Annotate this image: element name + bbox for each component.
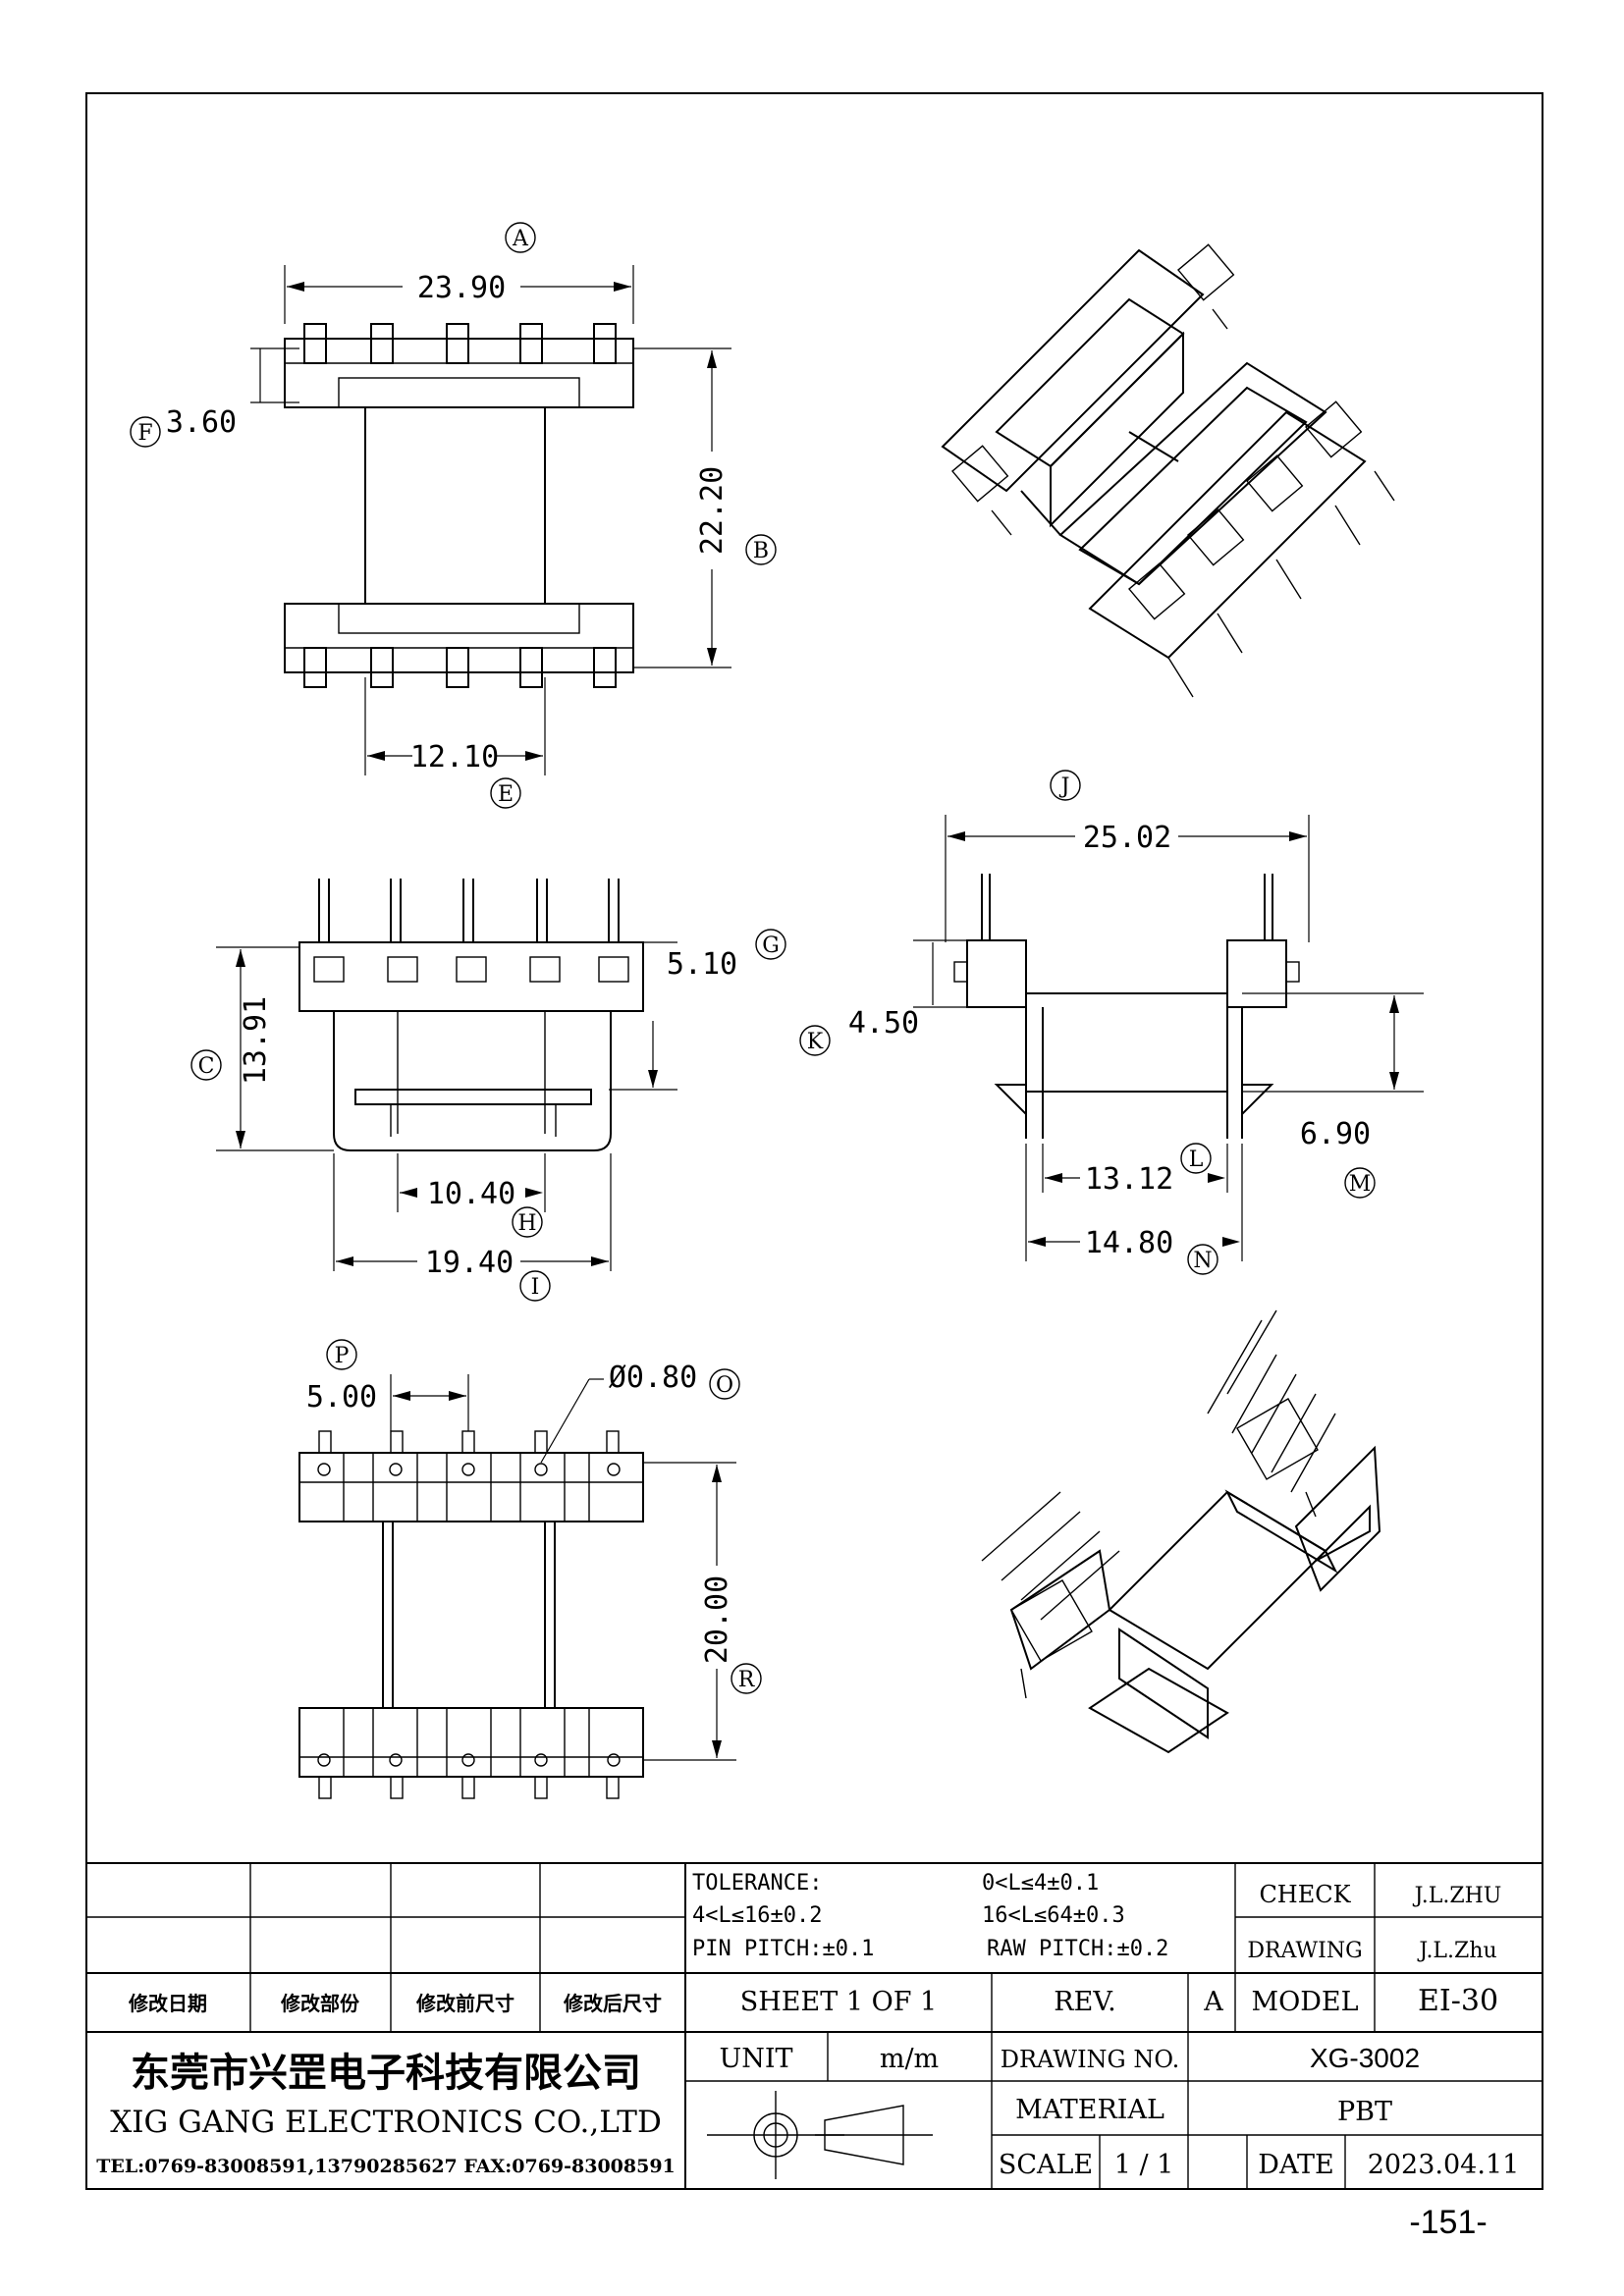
front-view: 5.10 G 13.91 C 10.40 H 19.40 I	[190, 879, 786, 1302]
drawing-no-value: XG-3002	[1310, 2043, 1420, 2073]
model-label: MODEL	[1251, 1987, 1358, 2017]
material-label: MATERIAL	[1015, 2095, 1164, 2125]
company-contact: TEL:0769-83008591,13790285627 FAX:0769-8…	[96, 2156, 676, 2177]
drawing-no-label: DRAWING NO.	[1001, 2046, 1180, 2073]
dim-o-value: Ø0.80	[609, 1361, 697, 1395]
company-name-en: XIG GANG ELECTRONICS CO.,LTD	[110, 2105, 662, 2140]
unit-label: UNIT	[719, 2044, 792, 2074]
dim-r-value: 20.00	[700, 1575, 734, 1664]
dim-a-value: 23.90	[417, 271, 506, 305]
dim-g-value: 5.10	[667, 947, 737, 982]
top-view: 23.90 A 3.60 F 22.20 B 12.10 E	[130, 222, 777, 809]
date-value: 2023.04.11	[1368, 2150, 1520, 2180]
dim-f-label: F	[137, 421, 152, 446]
check-label: CHECK	[1259, 1881, 1351, 1908]
date-label: DATE	[1258, 2150, 1333, 2180]
tolerance-2: 4<L≤16±0.2	[692, 1903, 822, 1928]
dim-j-label: J	[1059, 774, 1070, 799]
rev-before-header: 修改前尺寸	[415, 1992, 514, 2015]
raw-pitch: RAW PITCH:±0.2	[987, 1937, 1168, 1961]
sheet-info: SHEET 1 OF 1	[740, 1987, 937, 2017]
dim-h-label: H	[517, 1211, 536, 1236]
dim-i-label: I	[531, 1275, 540, 1300]
dim-c-label: C	[198, 1054, 215, 1079]
page-number: -151-	[1409, 2204, 1487, 2241]
dim-e-value: 12.10	[410, 740, 499, 774]
tolerance-3: 16<L≤64±0.3	[982, 1903, 1125, 1928]
rev-date-header: 修改日期	[128, 1992, 207, 2015]
tolerance-label: TOLERANCE:	[692, 1871, 822, 1896]
rev-value: A	[1203, 1987, 1223, 2017]
dim-g-label: G	[762, 934, 780, 958]
dim-j-value: 25.02	[1083, 821, 1171, 855]
dim-k-value: 4.50	[848, 1006, 919, 1041]
side-view: 25.02 J 4.50 K 6.90 M 13.12 L 14.80	[799, 770, 1424, 1275]
dim-l-value: 13.12	[1085, 1162, 1173, 1197]
tolerance-1: 0<L≤4±0.1	[982, 1871, 1099, 1896]
isometric-view-1	[941, 243, 1395, 698]
dim-o-label: O	[716, 1373, 733, 1398]
dim-p-value: 5.00	[306, 1380, 377, 1415]
dim-l-label: L	[1189, 1148, 1204, 1172]
dim-n-label: N	[1193, 1249, 1212, 1273]
check-value: J.L.ZHU	[1413, 1884, 1502, 1908]
scale-value: 1 / 1	[1114, 2150, 1174, 2180]
drawing-value: J.L.Zhu	[1417, 1939, 1496, 1963]
model-value: EI-30	[1418, 1984, 1498, 2018]
projection-symbol-icon	[707, 2091, 933, 2179]
dim-r-label: R	[738, 1668, 756, 1692]
dim-m-value: 6.90	[1300, 1117, 1371, 1151]
rev-part-header: 修改部份	[280, 1992, 360, 2015]
scale-label: SCALE	[999, 2150, 1093, 2180]
dim-b-value: 22.20	[695, 466, 730, 555]
dim-i-value: 19.40	[425, 1246, 514, 1280]
unit-value: m/m	[880, 2044, 939, 2074]
dim-n-value: 14.80	[1085, 1226, 1173, 1260]
dim-m-label: M	[1349, 1172, 1372, 1197]
dim-k-label: K	[807, 1030, 824, 1054]
bottom-view: 5.00 P Ø0.80 O 20.00 R	[298, 1339, 762, 1799]
material-value: PBT	[1337, 2097, 1392, 2127]
dim-c-value: 13.91	[239, 996, 273, 1085]
dim-b-label: B	[753, 539, 769, 563]
dim-p-label: P	[335, 1344, 350, 1368]
company-name-cn: 东莞市兴罡电子科技有限公司	[131, 2052, 641, 2095]
pin-pitch: PIN PITCH:±0.1	[692, 1937, 874, 1961]
isometric-view-2	[981, 1309, 1381, 1754]
title-block: TOLERANCE: 0<L≤4±0.1 4<L≤16±0.2 16<L≤64±…	[85, 1862, 1543, 2190]
rev-after-header: 修改后尺寸	[563, 1992, 662, 2015]
dim-e-label: E	[498, 782, 514, 807]
rev-label: REV.	[1054, 1987, 1115, 2017]
drawing-label: DRAWING	[1247, 1939, 1362, 1963]
dim-h-value: 10.40	[427, 1177, 515, 1211]
dim-f-value: 3.60	[166, 405, 237, 440]
dim-a-label: A	[512, 227, 529, 251]
